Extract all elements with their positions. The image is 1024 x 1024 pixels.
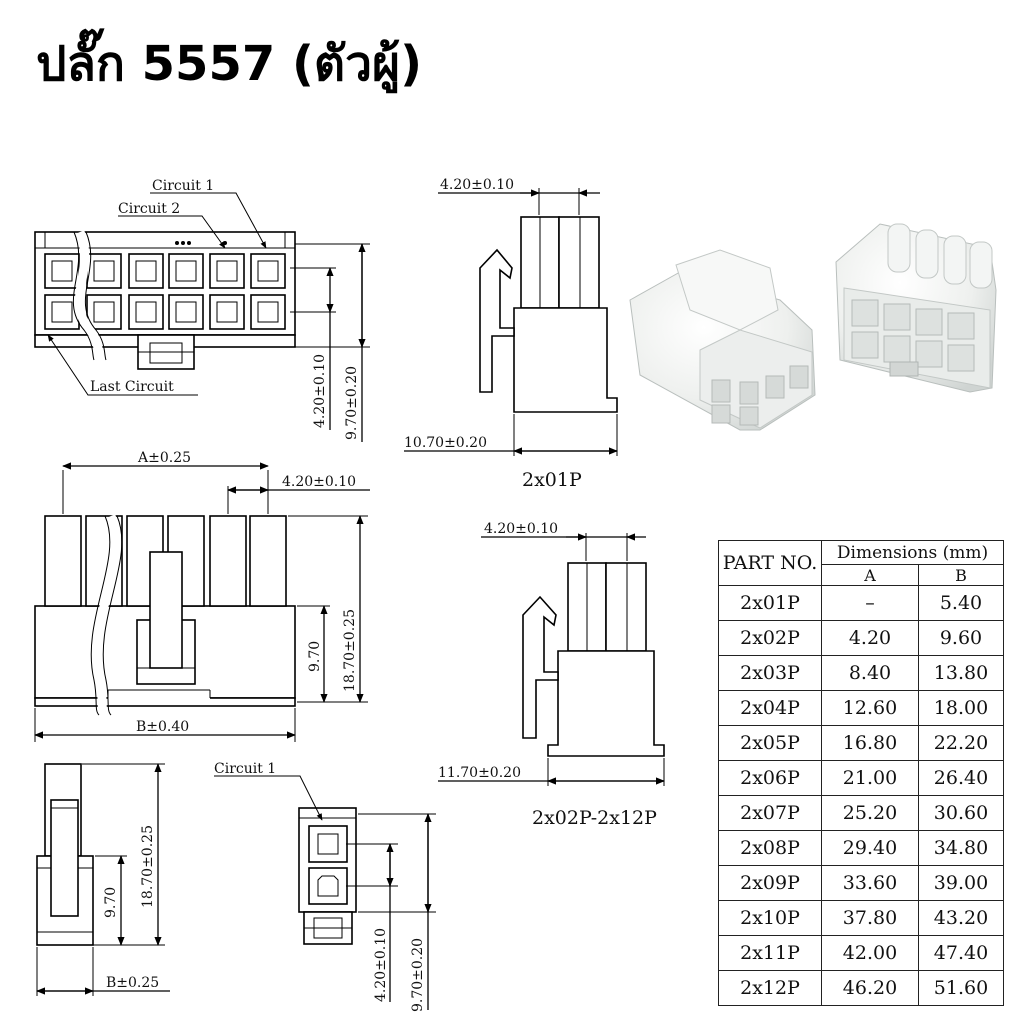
cell-a: 29.40	[821, 830, 919, 866]
dim-single-pitch: 4.20±0.10	[373, 928, 389, 1002]
cell-b: 18.00	[918, 690, 1004, 726]
cell-a: 25.20	[821, 795, 919, 831]
label-circuit-1: Circuit 1	[152, 178, 214, 194]
dim-front-pitch: 4.20±0.10	[312, 354, 328, 428]
header-col-a: A	[821, 564, 919, 586]
cell-b: 26.40	[918, 760, 1004, 796]
cell-a: 46.20	[821, 970, 919, 1006]
cell-b: 47.40	[918, 935, 1004, 971]
cell-a: 33.60	[821, 865, 919, 901]
dim-height-1870: 18.70±0.25	[342, 609, 358, 692]
side-view-2x01p	[404, 188, 618, 456]
cell-part: 2x10P	[718, 900, 822, 936]
dim-end-1870: 18.70±0.25	[140, 825, 156, 908]
cell-b: 9.60	[918, 620, 1004, 656]
end-view	[36, 763, 170, 996]
header-dimensions: Dimensions (mm)	[821, 540, 1004, 565]
cell-part: 2x03P	[718, 655, 822, 691]
dim-side2-width: 11.70±0.20	[438, 765, 521, 781]
header-part-no: PART NO.	[718, 540, 822, 586]
cell-a: 37.80	[821, 900, 919, 936]
cell-b: 43.20	[918, 900, 1004, 936]
cell-b: 51.60	[918, 970, 1004, 1006]
dim-side-pitch: 4.20±0.10	[282, 474, 356, 490]
cell-part: 2x02P	[718, 620, 822, 656]
caption-side1: 2x01P	[522, 469, 582, 491]
dim-front-height: 9.70±0.20	[344, 366, 360, 440]
cell-a: 16.80	[821, 725, 919, 761]
cell-a: –	[821, 585, 919, 621]
dim-side2-pitch: 4.20±0.10	[484, 521, 558, 537]
side-elevation	[34, 462, 370, 742]
cell-a: 21.00	[821, 760, 919, 796]
cell-b: 22.20	[918, 725, 1004, 761]
dim-single-height: 9.70±0.20	[410, 938, 426, 1012]
cell-b: 5.40	[918, 585, 1004, 621]
cell-part: 2x09P	[718, 865, 822, 901]
label-single-circuit-1: Circuit 1	[214, 761, 276, 777]
dim-a: A±0.25	[137, 450, 191, 466]
cell-part: 2x12P	[718, 970, 822, 1006]
cell-b: 13.80	[918, 655, 1004, 691]
cell-b: 34.80	[918, 830, 1004, 866]
cell-a: 8.40	[821, 655, 919, 691]
header-col-b: B	[918, 564, 1004, 586]
label-last-circuit: Last Circuit	[90, 379, 174, 395]
single-front-view	[214, 775, 436, 1010]
cell-a: 4.20	[821, 620, 919, 656]
page-title: ปลั๊ก 5557 (ตัวผู้)	[36, 36, 423, 92]
cell-a: 12.60	[821, 690, 919, 726]
label-circuit-2: Circuit 2	[118, 201, 180, 217]
cell-part: 2x05P	[718, 725, 822, 761]
side-view-2x02p-2x12p	[438, 533, 665, 786]
cell-b: 30.60	[918, 795, 1004, 831]
cell-part: 2x08P	[718, 830, 822, 866]
front-view	[34, 192, 370, 442]
dim-end-b: B±0.25	[106, 975, 159, 991]
connector-photo	[629, 223, 997, 431]
caption-side2: 2x02P-2x12P	[532, 807, 657, 829]
cell-part: 2x06P	[718, 760, 822, 796]
cell-part: 2x07P	[718, 795, 822, 831]
dim-b: B±0.40	[136, 719, 189, 735]
cell-part: 2x11P	[718, 935, 822, 971]
table-row: 2x01P–5.40	[718, 585, 1004, 621]
dim-height-970: 9.70	[307, 641, 323, 672]
dim-side1-pitch: 4.20±0.10	[440, 177, 514, 193]
dim-end-970: 9.70	[103, 887, 119, 918]
cell-a: 42.00	[821, 935, 919, 971]
cell-part: 2x04P	[718, 690, 822, 726]
cell-b: 39.00	[918, 865, 1004, 901]
dim-side1-width: 10.70±0.20	[404, 435, 487, 451]
dimensions-table: PART NO. Dimensions (mm) A B 2x01P–5.40 …	[718, 540, 1004, 1006]
cell-part: 2x01P	[718, 585, 822, 621]
